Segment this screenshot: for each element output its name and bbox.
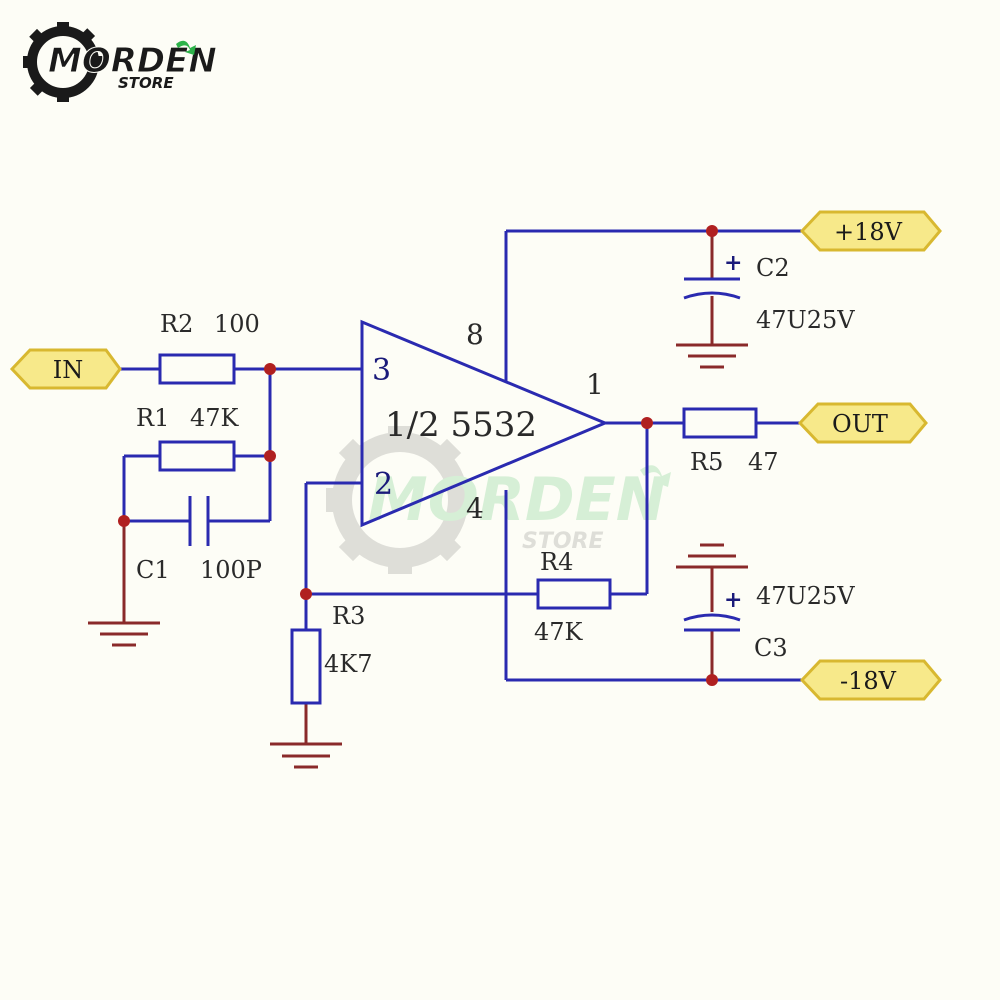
r4-ref: R4	[540, 548, 573, 576]
watermark-brand: MORDEN	[368, 465, 666, 535]
arrow-icon	[176, 40, 196, 55]
capacitor-c1	[188, 496, 210, 546]
port-in: IN	[9, 348, 122, 390]
r3-value: 4K7	[324, 650, 372, 678]
c3-polarity: +	[724, 587, 742, 613]
port-vneg: -18V	[799, 659, 942, 701]
opamp-pin-1: 1	[586, 368, 604, 401]
c1-value: 100P	[200, 556, 262, 584]
r5-value: 47	[748, 448, 779, 476]
port-vpos: +18V	[799, 210, 942, 252]
opamp-name: 1/2 5532	[385, 405, 537, 445]
junction-dots	[118, 225, 718, 686]
opamp-pin-8: 8	[466, 318, 484, 351]
watermark: MORDEN STORE	[326, 426, 671, 574]
morden-store-logo: MORDEN STORE	[23, 22, 217, 102]
ground-wires	[122, 296, 714, 744]
port-out-label: OUT	[832, 410, 888, 438]
port-in-label: IN	[53, 356, 83, 384]
logo-sub: STORE	[118, 74, 174, 92]
resistor-r5	[682, 407, 758, 439]
resistor-r1	[158, 440, 236, 472]
c2-value: 47U25V	[756, 306, 855, 334]
opamp-triangle	[360, 319, 609, 528]
ground-symbol-c1	[88, 621, 160, 647]
capacitor-c2	[683, 277, 741, 300]
capacitor-c3	[683, 613, 741, 632]
port-vpos-label: +18V	[834, 218, 903, 246]
r4-value: 47K	[534, 618, 584, 646]
watermark-sub: STORE	[522, 529, 604, 554]
opamp-pin-3: 3	[372, 353, 391, 388]
opamp-pin-4: 4	[466, 492, 484, 525]
ground-symbol-c2	[676, 343, 748, 369]
c3-ref: C3	[754, 634, 788, 662]
c3-value: 47U25V	[756, 582, 855, 610]
r1-value: 47K	[190, 404, 240, 432]
r2-value: 100	[214, 310, 260, 338]
port-vneg-label: -18V	[840, 667, 897, 695]
resistor-r4	[536, 578, 612, 610]
c2-ref: C2	[756, 254, 790, 282]
port-out: OUT	[797, 402, 928, 444]
ground-symbol-r3	[270, 742, 342, 769]
r5-ref: R5	[690, 448, 723, 476]
c2-polarity: +	[724, 250, 742, 276]
resistor-r3	[290, 628, 322, 705]
r1-ref: R1	[136, 404, 169, 432]
r2-ref: R2	[160, 310, 193, 338]
r3-ref: R3	[332, 602, 365, 630]
c1-ref: C1	[136, 556, 170, 584]
opamp-pin-2: 2	[374, 467, 393, 502]
resistor-r2	[158, 353, 236, 385]
gear-icon	[23, 22, 103, 102]
watermark-gear-icon	[326, 426, 474, 574]
wires	[120, 229, 802, 682]
ground-symbol-c3	[676, 543, 748, 569]
